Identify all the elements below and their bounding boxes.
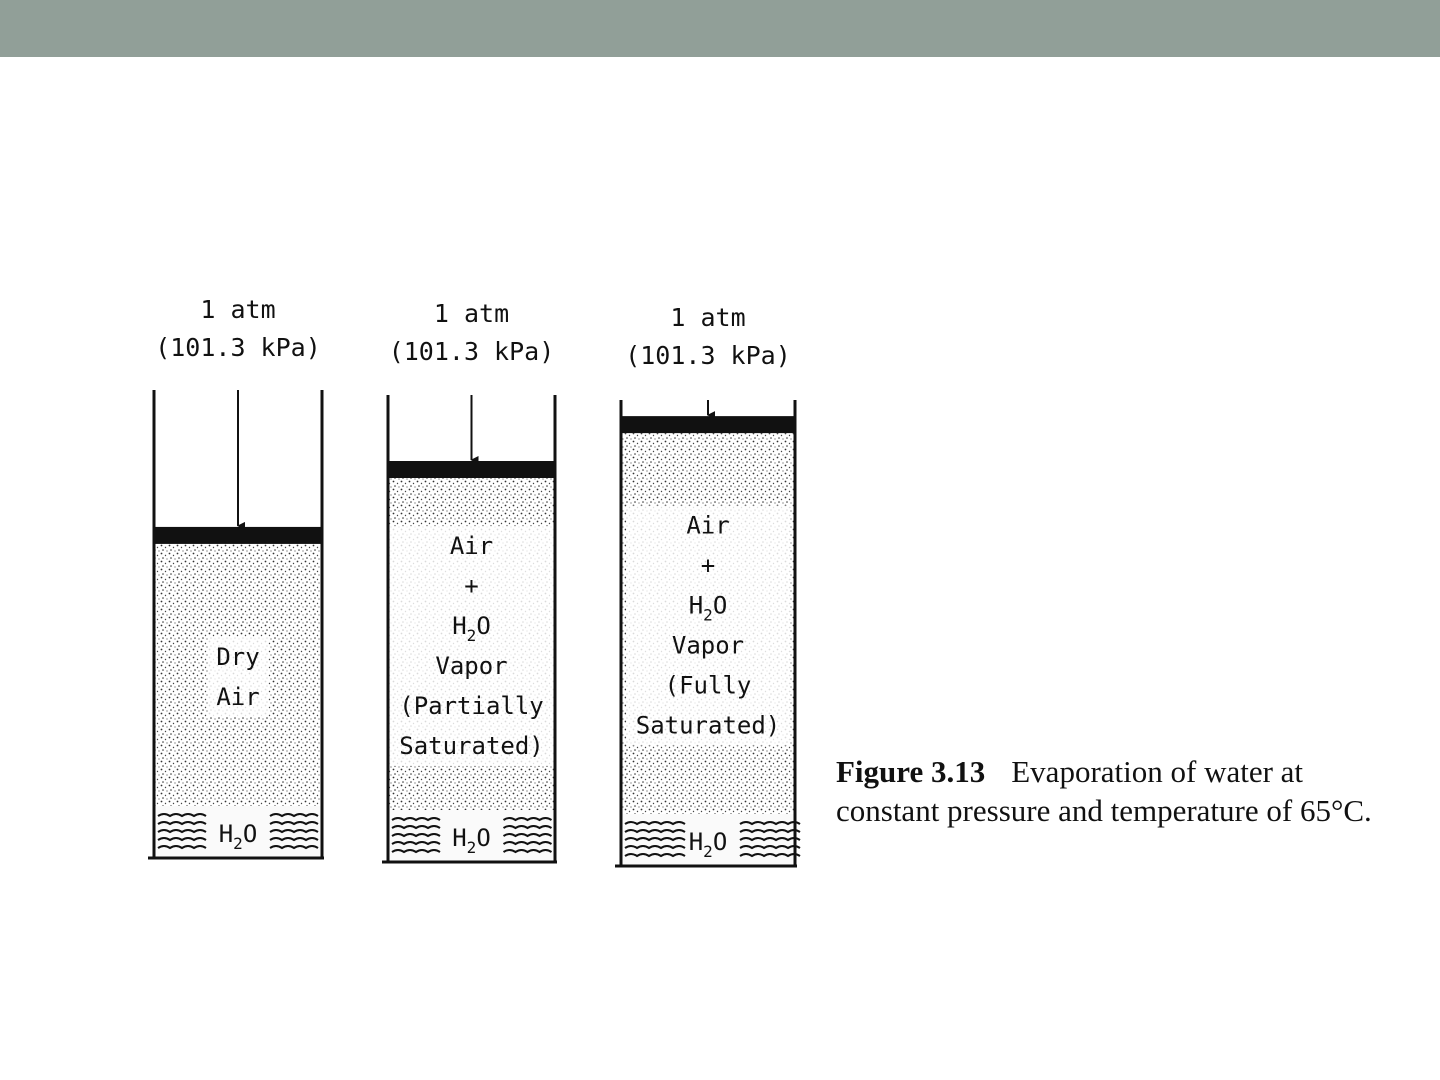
pressure-label-kpa: (101.3 kPa) (155, 333, 321, 362)
water-label-h: H (219, 820, 233, 848)
water-label-o: O (476, 824, 490, 852)
gas-label-line: + (701, 552, 715, 580)
gas-label-backdrop (390, 526, 554, 766)
cylinder-3: 1 atm(101.3 kPa)H2OAir+H2OVapor(FullySat… (615, 303, 800, 866)
pressure-label-atm: 1 atm (434, 299, 509, 328)
water-label-h: H (452, 824, 466, 852)
gas-label-sub: 2 (467, 626, 477, 645)
gas-label-line: (Partially (399, 692, 544, 720)
pressure-label-kpa: (101.3 kPa) (389, 337, 555, 366)
gas-label-line: Air (450, 532, 493, 560)
pressure-label-kpa: (101.3 kPa) (625, 341, 791, 370)
water-label-h: H (689, 828, 703, 856)
gas-label-line: Saturated) (636, 712, 781, 740)
gas-label-line: Dry (216, 643, 259, 671)
gas-label-h: H (452, 612, 466, 640)
water-label-o: O (243, 820, 257, 848)
gas-label-line: (Fully (665, 672, 752, 700)
cylinder-2: 1 atm(101.3 kPa)H2OAir+H2OVapor(Partiall… (382, 299, 557, 862)
water-label-sub: 2 (233, 834, 243, 853)
gas-label-line: Air (216, 683, 259, 711)
gas-label-line: + (464, 572, 478, 600)
water-label-o: O (713, 828, 727, 856)
gas-label-line: Air (686, 512, 729, 540)
piston (621, 416, 795, 433)
gas-label-line: Vapor (435, 652, 507, 680)
water-label-sub: 2 (703, 842, 713, 861)
gas-label-o: O (476, 612, 490, 640)
figure-number: Figure 3.13 (836, 754, 985, 789)
pressure-label-atm: 1 atm (200, 295, 275, 324)
water-label-sub: 2 (467, 838, 477, 857)
pressure-label-atm: 1 atm (670, 303, 745, 332)
piston (154, 527, 322, 544)
gas-label-o: O (713, 592, 727, 620)
gas-label-line: Vapor (672, 632, 744, 660)
gas-label-sub: 2 (703, 606, 713, 625)
gas-label-line: Saturated) (399, 732, 544, 760)
piston (388, 461, 555, 478)
gas-label-h: H (689, 592, 703, 620)
gas-label-backdrop (626, 506, 790, 746)
